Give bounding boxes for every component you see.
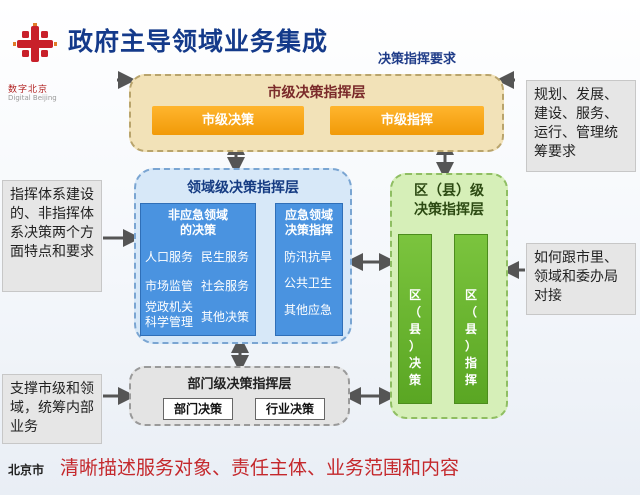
item-flood-drought: 防汛抗旱 [284, 250, 333, 264]
district-decision-char: 县 [408, 322, 421, 336]
district-command-char: （ [464, 305, 477, 319]
district-command-char: 挥 [464, 373, 477, 387]
district-command-char: ） [464, 339, 477, 353]
district-command-box: 区 （ 县 ） 指 挥 [454, 234, 488, 404]
district-title-line1: 区（县）级 [414, 183, 484, 199]
district-decision-char: 决 [408, 356, 421, 370]
item-population-service: 人口服务 [145, 250, 194, 264]
department-decision-box: 部门决策 [163, 398, 233, 420]
note-right-top: 规划、发展、建设、服务、运行、管理统筹要求 [526, 80, 636, 172]
district-command-char: 区 [464, 288, 477, 302]
city-level-title: 市级决策指挥层 [267, 85, 366, 101]
item-other-emergency: 其他应急 [284, 303, 333, 317]
department-level-title: 部门级决策指挥层 [187, 377, 292, 392]
footer-caption: 清晰描述服务对象、责任主体、业务范围和内容 [60, 457, 460, 479]
item-livelihood-service: 民生服务 [201, 250, 250, 264]
district-decision-char: ） [408, 339, 421, 353]
district-decision-char: 策 [408, 373, 421, 387]
district-command-char: 指 [464, 356, 477, 370]
item-other-decisions: 其他决策 [201, 310, 250, 324]
page-title: 政府主导领域业务集成 [68, 27, 329, 56]
non-emergency-box: 非应急领域的决策 人口服务 民生服务 市场监管 社会服务 党政机关科学管理 其他… [140, 203, 256, 336]
emergency-box: 应急领域决策指挥 防汛抗旱 公共卫生 其他应急 [275, 203, 343, 336]
district-title-line2: 决策指挥层 [414, 202, 484, 218]
footer-left-fragment: 北京市 [8, 463, 45, 477]
item-public-health: 公共卫生 [284, 276, 333, 290]
logo-text-cn: 数字北京 [8, 85, 49, 95]
non-emergency-title: 非应急领域的决策 [167, 208, 228, 237]
city-command-box: 市级指挥 [330, 106, 484, 135]
digital-beijing-logo [13, 23, 57, 62]
item-party-government-management: 党政机关科学管理 [145, 300, 194, 329]
district-level-title: 区（县）级 决策指挥层 [390, 182, 508, 220]
city-decision-box: 市级决策 [152, 106, 304, 135]
field-level-title: 领域级决策指挥层 [187, 180, 299, 196]
district-decision-box: 区 （ 县 ） 决 策 [398, 234, 432, 404]
district-command-char: 县 [464, 322, 477, 336]
industry-decision-box: 行业决策 [255, 398, 325, 420]
district-decision-char: （ [408, 305, 421, 319]
requirement-label: 决策指挥要求 [378, 52, 457, 67]
item-market-supervision: 市场监管 [145, 279, 194, 293]
item-social-service: 社会服务 [201, 279, 250, 293]
logo-text-en: Digital Beijing [8, 94, 57, 102]
note-right-middle: 如何跟市里、领域和委办局对接 [526, 243, 636, 315]
district-decision-char: 区 [408, 288, 421, 302]
note-left-bottom: 支撑市级和领域，统筹内部业务 [2, 374, 102, 444]
note-left-top: 指挥体系建设的、非指挥体系决策两个方面特点和要求 [2, 180, 102, 292]
emergency-title: 应急领域决策指挥 [284, 208, 333, 237]
